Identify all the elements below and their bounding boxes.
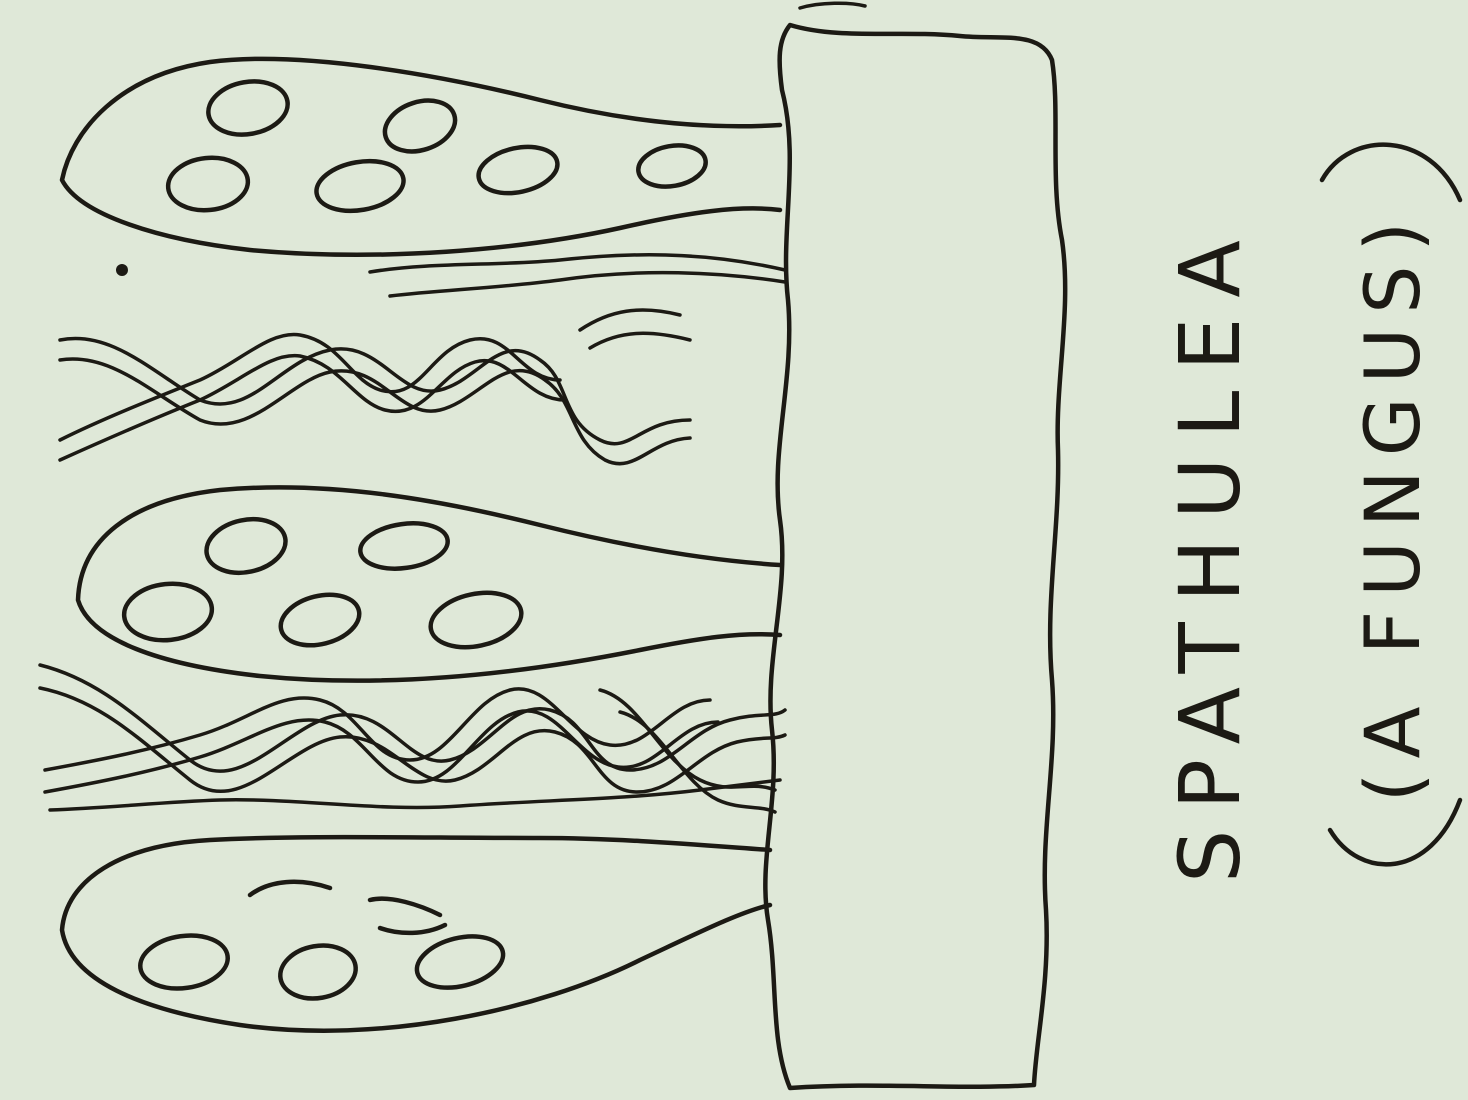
ink-dot xyxy=(116,264,128,276)
ascospore xyxy=(426,585,527,655)
paraphyses-lower xyxy=(40,665,785,812)
ascospore xyxy=(635,140,709,191)
ascospore-fragment xyxy=(370,899,440,915)
ascospore xyxy=(137,930,231,994)
parenthesis-close xyxy=(1322,145,1460,200)
ascus-3 xyxy=(62,837,770,1031)
paraphysis xyxy=(40,688,785,792)
ascospore xyxy=(313,155,408,218)
ascospore xyxy=(412,928,509,996)
ascospore-fragment xyxy=(380,925,445,933)
paraphysis xyxy=(50,780,780,810)
ascus-outline xyxy=(62,59,780,255)
ascus-1 xyxy=(62,59,780,255)
ascospore xyxy=(166,154,251,214)
stalk-top-fragment xyxy=(800,3,865,8)
ascospore xyxy=(121,580,214,645)
ascospore-fragment xyxy=(250,882,330,895)
ascospore xyxy=(276,940,360,1004)
paraphysis xyxy=(60,334,560,440)
paraphyses-upper xyxy=(60,255,785,464)
paraphysis xyxy=(45,689,710,770)
paraphysis xyxy=(60,359,690,464)
ascospore xyxy=(201,512,290,579)
ascospore xyxy=(474,140,561,200)
ascospore xyxy=(275,587,364,653)
paraphysis xyxy=(370,255,785,272)
paraphysis xyxy=(390,273,785,296)
ascospore xyxy=(357,518,450,574)
ascus-2 xyxy=(78,487,780,680)
ascospore xyxy=(378,92,461,160)
stalk-base xyxy=(765,25,1065,1088)
paraphysis xyxy=(590,333,690,348)
figure-label: SPATHULEA xyxy=(1165,223,1255,883)
ascospore xyxy=(204,75,292,140)
figure-sublabel: (A FUNGUS) xyxy=(1348,195,1438,815)
paraphysis xyxy=(580,310,680,330)
